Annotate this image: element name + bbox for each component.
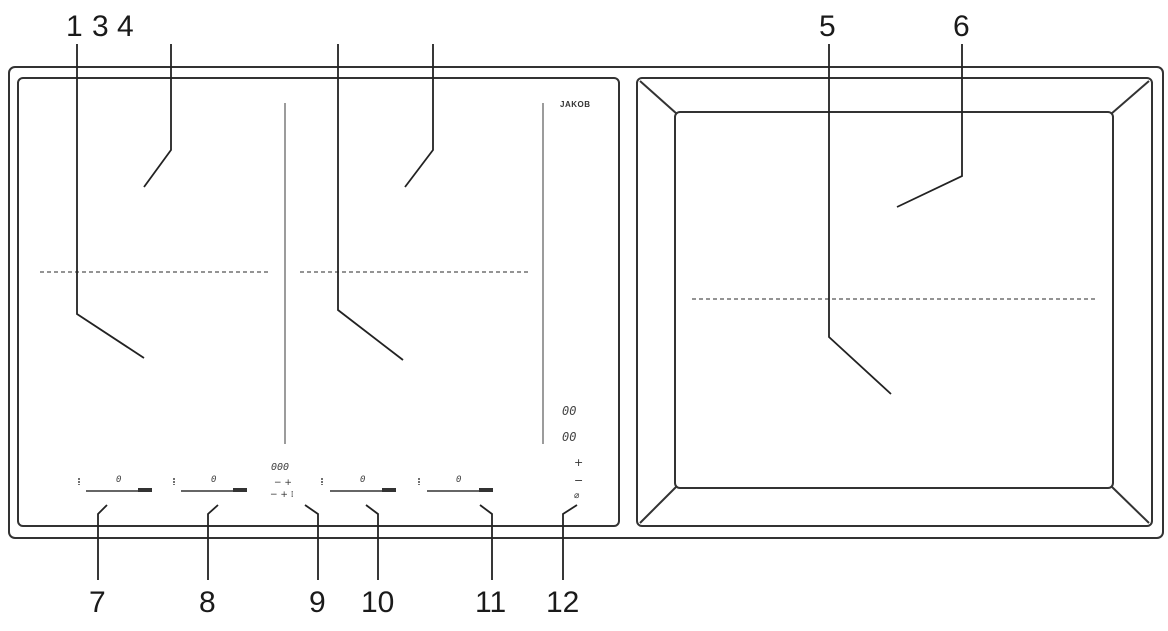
- bevel-line: [1110, 485, 1150, 524]
- callout-3: 3: [92, 10, 109, 43]
- timer-display-top: 00: [562, 404, 577, 418]
- leader-line-7: [97, 504, 108, 580]
- center-minus-plus: − + ⁞: [270, 490, 294, 500]
- callout-8: 8: [199, 586, 216, 619]
- callout-10: 10: [361, 586, 395, 619]
- callout-7: 7: [89, 586, 106, 619]
- plate-surface: [674, 111, 1114, 489]
- leader-line-1: [76, 44, 145, 359]
- leader-line-2: [143, 44, 172, 188]
- leader-line-6: [896, 44, 963, 208]
- zone-readout-1: 0: [116, 475, 122, 485]
- timer-display-bottom: 00: [562, 430, 577, 444]
- callout-4: 4: [117, 10, 134, 43]
- center-plus-minus: − +: [274, 478, 292, 488]
- leader-line-4: [404, 44, 434, 188]
- leader-line-8: [207, 504, 219, 580]
- leader-line-10: [365, 504, 379, 580]
- leader-line-3: [337, 44, 404, 361]
- zone-slider-1: [78, 478, 152, 492]
- zone-slider-3: [321, 478, 396, 492]
- brand-logo: JAKOB: [560, 100, 591, 109]
- right-hob-panel: [636, 77, 1153, 527]
- plus-symbol: +: [574, 456, 584, 469]
- zone-slider-2: [173, 478, 247, 492]
- outer-frame: [8, 66, 1164, 539]
- leader-line-5: [828, 44, 892, 395]
- callout-1: 1: [66, 10, 83, 43]
- left-hob-panel: [17, 77, 620, 527]
- bevel-line: [1110, 80, 1150, 115]
- zone-readout-2: 0: [211, 475, 217, 485]
- callout-9: 9: [309, 586, 326, 619]
- leader-line-9: [304, 504, 319, 580]
- leader-line-11: [479, 504, 493, 580]
- callout-5: 5: [819, 10, 836, 43]
- callout-12: 12: [546, 586, 580, 619]
- callout-11: 11: [475, 586, 507, 619]
- minus-symbol: −: [574, 474, 584, 487]
- leader-line-12: [562, 504, 578, 580]
- center-display: 000: [271, 462, 290, 473]
- zone-readout-4: 0: [456, 475, 462, 485]
- zone-slider-4: [418, 478, 493, 492]
- power-symbol: ⌀: [574, 491, 580, 501]
- bevel-line: [639, 80, 678, 115]
- bevel-line: [639, 485, 678, 524]
- zone-readout-3: 0: [360, 475, 366, 485]
- callout-6: 6: [953, 10, 970, 43]
